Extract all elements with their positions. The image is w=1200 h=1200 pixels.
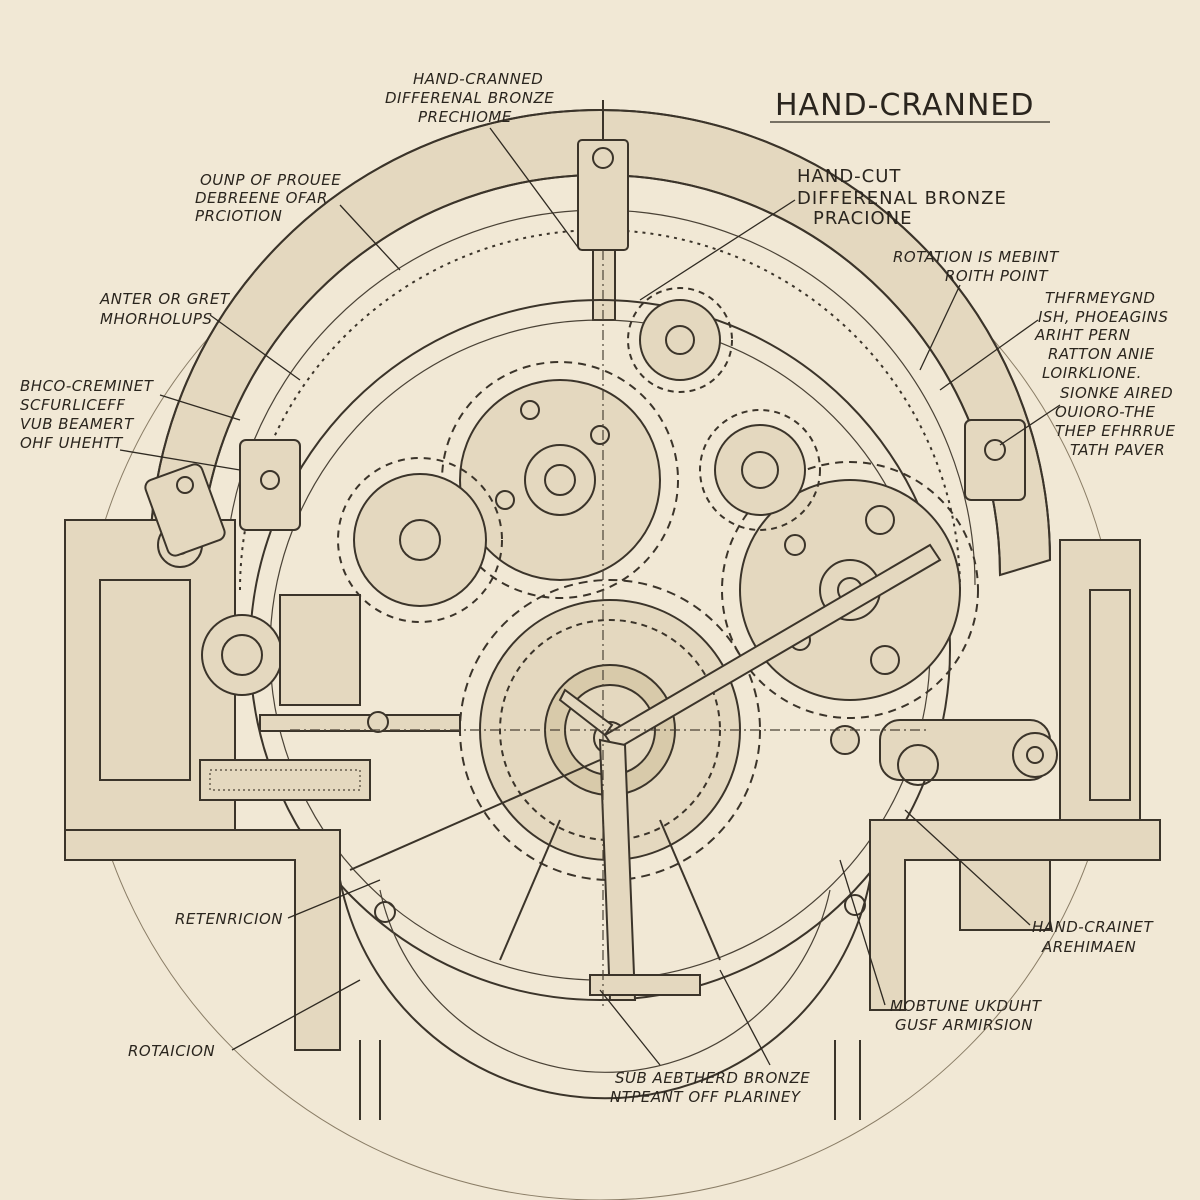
label-mechanism: MOBTUNE UKDUHT GUSF ARMIRSION	[890, 997, 1043, 1034]
label-left-1: ANTER OR GRET MHORHOLUPS	[99, 290, 231, 328]
right-mid-gear	[699, 409, 821, 531]
svg-text:AREHIMAEN: AREHIMAEN	[1041, 938, 1136, 956]
svg-text:OHF UHEHTT: OHF UHEHTT	[20, 434, 124, 452]
top-pivot	[577, 100, 629, 321]
label-far-right-2: SIONKE AIRED OUIORO-THE THEP EFHRRUE TAT…	[1055, 384, 1175, 459]
svg-text:HAND-CRANNED: HAND-CRANNED	[413, 70, 543, 88]
left-linkage	[144, 439, 461, 733]
svg-text:ROTATION IS MEBINT: ROTATION IS MEBINT	[893, 248, 1060, 266]
svg-text:SCFURLICEFF: SCFURLICEFF	[20, 396, 126, 414]
svg-text:RATTON ANIE: RATTON ANIE	[1048, 345, 1155, 363]
left-gear	[337, 457, 503, 623]
svg-text:PRACIONE: PRACIONE	[813, 208, 913, 229]
label-hand-cut: HAND-CUT DIFFERENAL BRONZE PRACIONE	[797, 166, 1007, 229]
svg-text:BHCO-CREMINET: BHCO-CREMINET	[20, 377, 155, 395]
svg-text:NTPEANT OFF PLARINEY: NTPEANT OFF PLARINEY	[610, 1088, 802, 1106]
label-top-left: OUNP OF PROUEE DEBREENE OFAR PRCIOTION	[195, 171, 341, 225]
drive-arms	[558, 543, 942, 1001]
svg-text:HAND-CUT: HAND-CUT	[797, 166, 901, 187]
svg-text:GUSF ARMIRSION: GUSF ARMIRSION	[895, 1016, 1033, 1034]
small-top-gear	[627, 287, 733, 393]
svg-text:LOIRKLIONE.: LOIRKLIONE.	[1042, 364, 1142, 382]
svg-text:ROITH POINT: ROITH POINT	[945, 267, 1049, 285]
leader-lines	[119, 127, 1061, 1066]
label-rotation-point: ROTATION IS MEBINT ROITH POINT	[893, 248, 1060, 285]
svg-text:DIFFERENAL BRONZE: DIFFERENAL BRONZE	[797, 188, 1007, 209]
right-base	[869, 539, 1161, 1011]
svg-text:THFRMEYGND: THFRMEYGND	[1045, 289, 1155, 307]
bottom-cradle	[339, 879, 871, 1100]
label-left-2: BHCO-CREMINET SCFURLICEFF VUB BEAMERT OH…	[20, 377, 155, 452]
svg-text:MHORHOLUPS: MHORHOLUPS	[100, 310, 212, 328]
svg-text:DIFFERENAL BRONZE: DIFFERENAL BRONZE	[385, 89, 554, 107]
label-rotation: ROTAICION	[128, 1042, 215, 1060]
svg-text:OUIORO-THE: OUIORO-THE	[1055, 403, 1156, 421]
label-hand-crank: HAND-CRAINET AREHIMAEN	[1032, 918, 1155, 956]
right-linkage	[830, 419, 1058, 786]
svg-text:OUNP OF PROUEE: OUNP OF PROUEE	[200, 171, 341, 189]
label-bottom: SUB AEBTHERD BRONZE NTPEANT OFF PLARINEY	[610, 1069, 810, 1106]
svg-text:ANTER OR GRET: ANTER OR GRET	[99, 290, 231, 308]
label-far-right-1: THFRMEYGND ISH, PHOEAGINS ARIHT PERN RAT…	[1034, 289, 1168, 382]
svg-text:SIONKE AIRED: SIONKE AIRED	[1060, 384, 1173, 402]
svg-text:DEBREENE OFAR: DEBREENE OFAR	[195, 189, 328, 207]
svg-text:ISH, PHOEAGINS: ISH, PHOEAGINS	[1038, 308, 1168, 326]
upper-gear	[441, 361, 679, 599]
svg-text:ARIHT PERN: ARIHT PERN	[1034, 326, 1130, 344]
svg-text:SUB AEBTHERD BRONZE: SUB AEBTHERD BRONZE	[615, 1069, 810, 1087]
svg-text:THEP EFHRRUE: THEP EFHRRUE	[1055, 422, 1175, 440]
svg-text:VUB BEAMERT: VUB BEAMERT	[20, 415, 135, 433]
bottom-struts	[349, 759, 866, 1120]
svg-text:MOBTUNE UKDUHT: MOBTUNE UKDUHT	[890, 997, 1043, 1015]
label-retention: RETENRICION	[175, 910, 283, 928]
svg-text:HAND-CRAINET: HAND-CRAINET	[1032, 918, 1155, 936]
left-base	[64, 519, 371, 1051]
svg-text:TATH PAVER: TATH PAVER	[1070, 441, 1165, 459]
centerlines	[290, 250, 930, 1010]
drawing-title: HAND-CRANNED	[775, 88, 1035, 123]
svg-text:PRCIOTION: PRCIOTION	[195, 207, 282, 225]
svg-text:PRECHIOME: PRECHIOME	[418, 108, 512, 126]
label-top-center: HAND-CRANNED DIFFERENAL BRONZE PRECHIOME	[385, 70, 554, 126]
